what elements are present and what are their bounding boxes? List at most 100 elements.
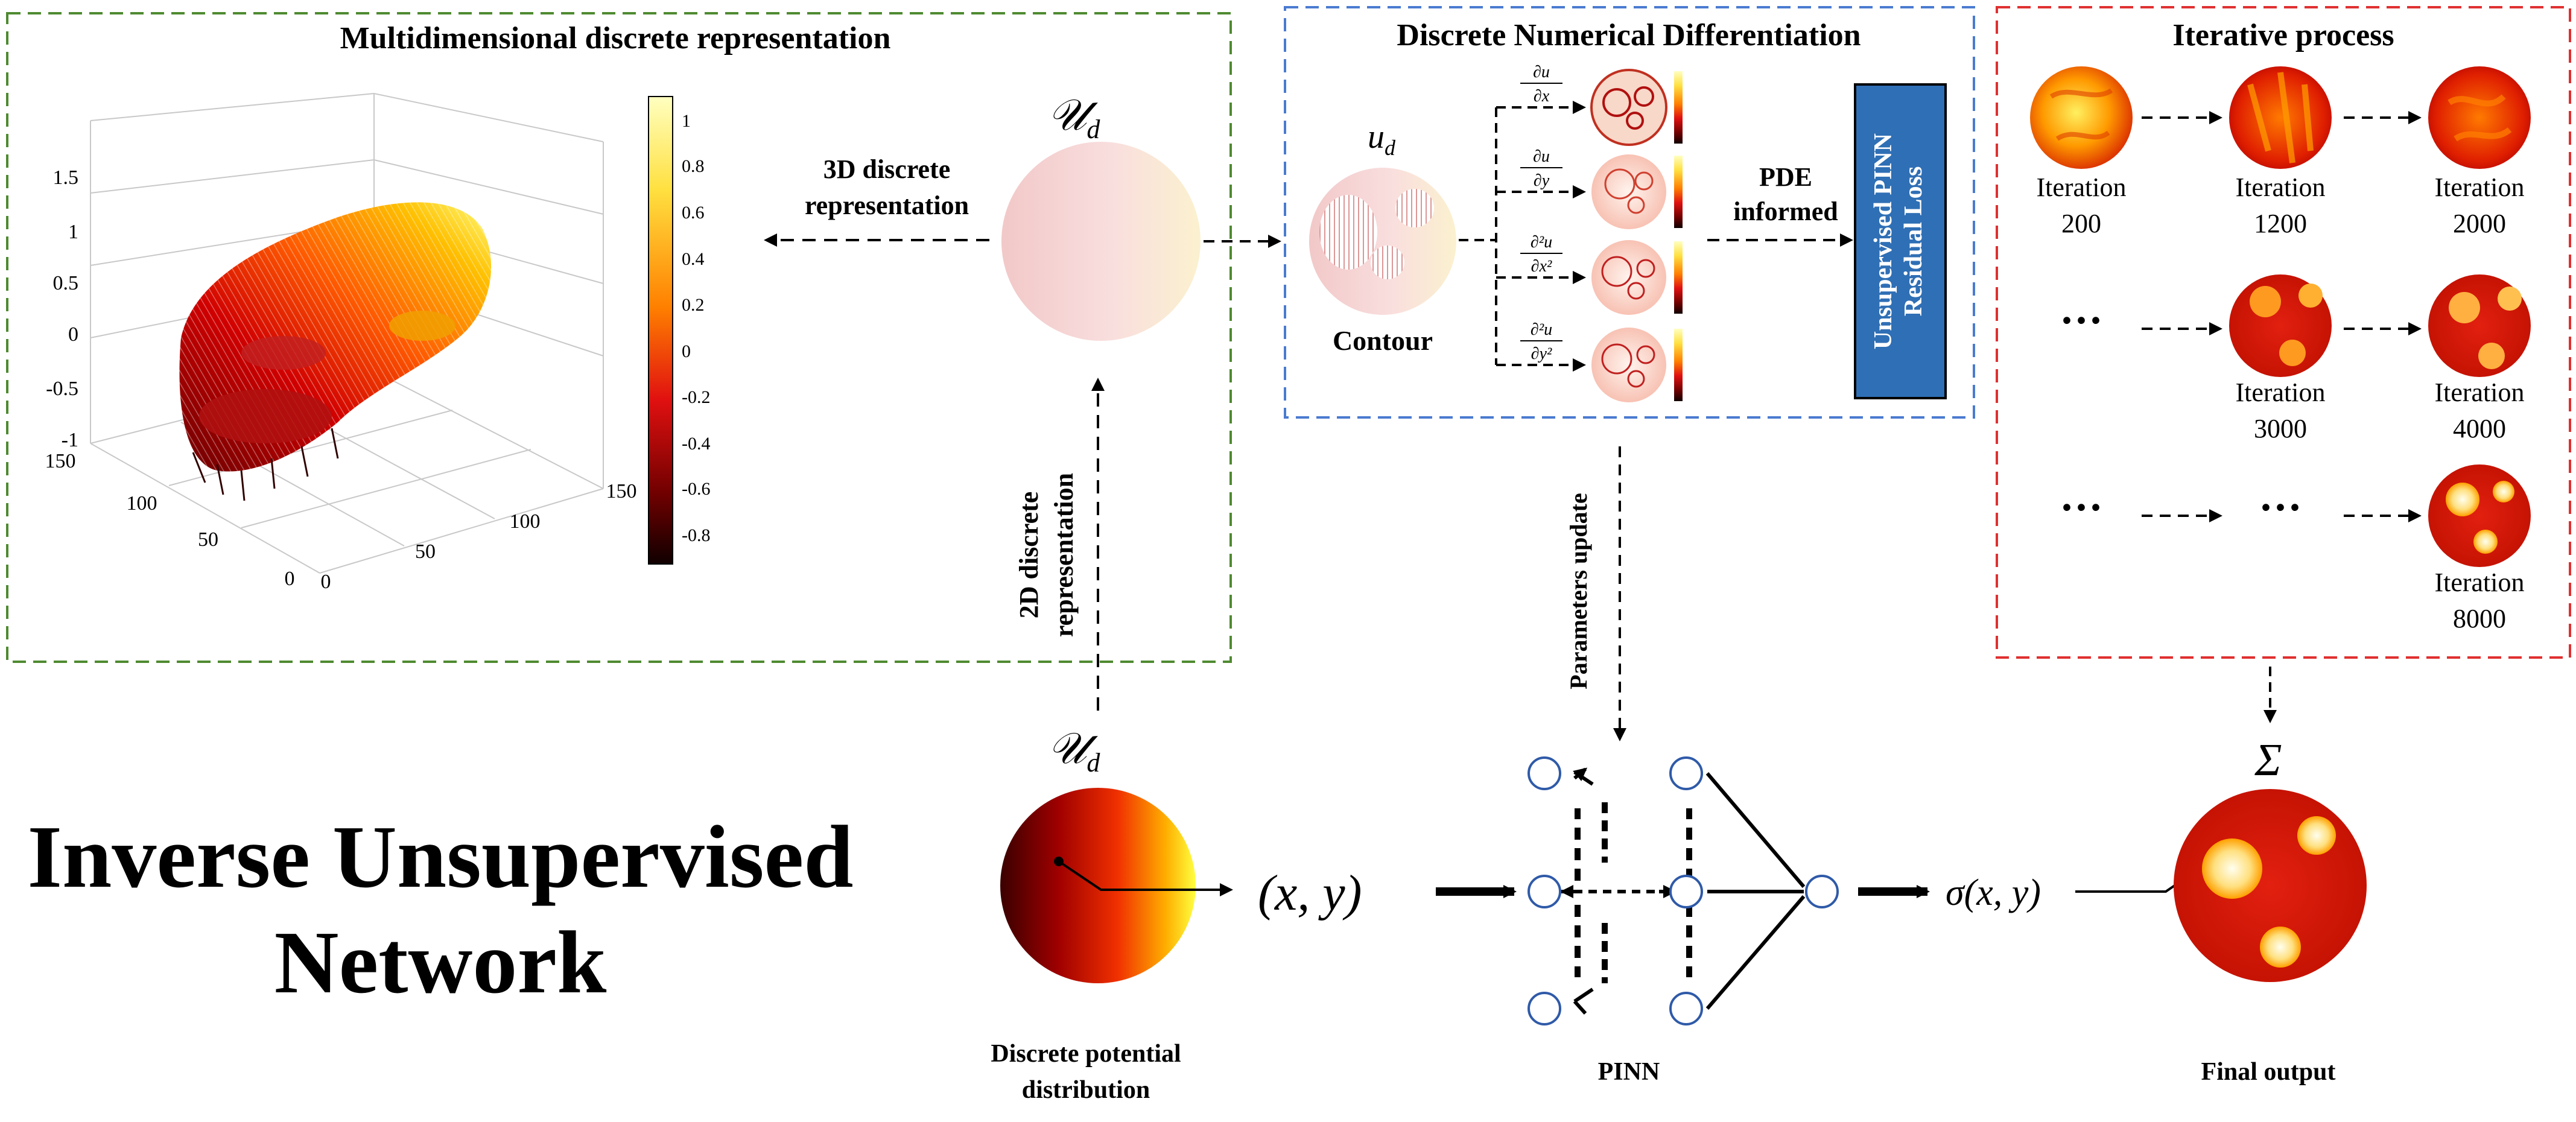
- z-tick-label: 1: [68, 221, 78, 243]
- u-italic-label: ud: [1368, 118, 1396, 160]
- pde-label-line2: informed: [1733, 197, 1838, 226]
- iterative-panel: Iterative process Iteration 200 Iteratio…: [1996, 6, 2571, 659]
- y-tick-label: 0: [285, 568, 295, 590]
- iteration-map: [2030, 66, 2133, 169]
- derivative-label-num: ∂u: [1533, 147, 1550, 166]
- iteration-map: [2428, 66, 2531, 169]
- colorbar-tick-label: 0.2: [682, 295, 705, 315]
- pinn-network: [1528, 756, 1839, 1025]
- colorbar-tick-label: 0: [682, 341, 691, 361]
- iteration-label: Iteration: [2434, 173, 2524, 202]
- pinn-input-node: [1528, 875, 1561, 908]
- main-title: Inverse Unsupervised Network: [27, 808, 853, 1012]
- numdiff-panel-border: [1284, 6, 1975, 419]
- iterative-panel-border: [1996, 6, 2571, 659]
- iteration-label: Iteration: [2434, 378, 2524, 407]
- rep3d-label-line1: 3D discrete: [823, 154, 951, 184]
- colorbar-tick-label: -0.6: [682, 479, 711, 499]
- iterative-panel-title: Iterative process: [2172, 18, 2394, 52]
- residual-loss-line1: Unsupervised PINN: [1870, 133, 1897, 349]
- iteration-value: 4000: [2453, 414, 2506, 443]
- derivative-disk: [1590, 69, 1683, 146]
- derivative-label-num: ∂²u: [1531, 233, 1552, 252]
- contour-label: Contour: [1333, 325, 1433, 356]
- colorbar-tick-label: 0.8: [682, 156, 705, 176]
- surface-dip: [199, 389, 332, 443]
- main-title-line1: Inverse Unsupervised: [27, 808, 853, 907]
- pinn-label: PINN: [1598, 1058, 1660, 1086]
- z-tick-label: -1: [62, 429, 78, 451]
- iteration-label: Iteration: [2235, 378, 2325, 407]
- y-tick-label: 150: [45, 450, 76, 472]
- discrete-potential-line2: distribution: [1022, 1076, 1150, 1104]
- sample-arrow: [1058, 860, 1233, 896]
- iteration-map: [2229, 66, 2332, 169]
- multidim-panel: Multidimensional discrete representation: [6, 12, 1232, 663]
- colorbar-tick-label: 0.4: [682, 249, 705, 269]
- multidim-panel-title: Multidimensional discrete representation: [340, 21, 891, 55]
- ellipsis: ···: [2259, 483, 2302, 531]
- colorbar-tick-label: -0.2: [682, 387, 711, 407]
- residual-loss-line2: Residual Loss: [1900, 166, 1927, 317]
- z-tick-label: 1.5: [53, 166, 79, 189]
- numdiff-panel-title: Discrete Numerical Differentiation: [1397, 18, 1861, 52]
- colorbar-tick-label: 1: [682, 111, 691, 131]
- z-tick-label: 0.5: [53, 272, 79, 294]
- rep2d-label-line1: 2D discrete: [1014, 492, 1044, 619]
- x-tick-label: 150: [606, 480, 637, 502]
- final-output-disk: [2174, 789, 2367, 982]
- derivative-label-den: ∂y: [1534, 171, 1550, 190]
- derivative-label-den: ∂y²: [1531, 344, 1552, 363]
- colorbar-tick-label: -0.4: [682, 434, 711, 454]
- discrete-potential-line1: Discrete potential: [991, 1040, 1181, 1068]
- iteration-value: 2000: [2453, 209, 2506, 238]
- iteration-value: 1200: [2254, 209, 2307, 238]
- u-script-top: 𝒰d: [1048, 91, 1101, 144]
- colorbar-tick-label: 0.6: [682, 203, 705, 223]
- z-tick-label: -0.5: [46, 378, 78, 400]
- iteration-label: Iteration: [2434, 568, 2524, 597]
- x-tick-label: 50: [415, 540, 436, 563]
- iteration-value: 3000: [2254, 414, 2307, 443]
- colorbar-tick-label: -0.8: [682, 525, 711, 545]
- colorbar: [648, 96, 673, 565]
- pinn-input-node: [1528, 992, 1561, 1025]
- pinn-input-node: [1528, 756, 1561, 790]
- multidim-panel-border: [6, 12, 1232, 663]
- iteration-label: Iteration: [2036, 173, 2126, 202]
- pale-potential-disk: [1001, 142, 1201, 341]
- iteration-value: 8000: [2453, 604, 2506, 633]
- rep3d-label-line2: representation: [805, 191, 969, 220]
- pde-label-line1: PDE: [1759, 162, 1812, 192]
- pinn-hidden-node: [1669, 756, 1703, 790]
- derivative-disk: [1591, 240, 1683, 315]
- derivative-disk: [1591, 328, 1683, 402]
- xy-input-label: (x, y): [1258, 865, 1362, 921]
- y-tick-label: 100: [127, 492, 157, 515]
- final-output-label: Final output: [2201, 1058, 2336, 1086]
- surface-fringe: [192, 428, 339, 501]
- main-title-line2: Network: [274, 913, 607, 1012]
- iteration-value: 200: [2061, 209, 2101, 238]
- sigma-xy-label: σ(x, y): [1946, 872, 2041, 913]
- rep2d-label-line2: representation: [1049, 473, 1079, 637]
- params-update-label: Parameters update: [1565, 493, 1592, 689]
- iteration-map: [2428, 464, 2531, 567]
- derivative-tree: [1459, 101, 1586, 372]
- sigma-symbol: Σ: [2254, 735, 2282, 785]
- ellipsis: ···: [2060, 483, 2103, 531]
- iteration-label: Iteration: [2235, 173, 2325, 202]
- y-tick-label: 50: [198, 528, 218, 551]
- u-script-bottom: 𝒰d: [1048, 724, 1101, 778]
- pinn-hidden-node: [1669, 992, 1703, 1025]
- z-tick-label: 0: [68, 323, 78, 346]
- pinn-hidden-node: [1669, 875, 1703, 908]
- derivative-label-den: ∂x²: [1531, 257, 1552, 276]
- surface-dip: [241, 336, 326, 370]
- x-tick-label: 100: [510, 510, 541, 533]
- pinn-output-node: [1805, 875, 1839, 908]
- derivative-label-den: ∂x: [1534, 87, 1550, 106]
- ellipsis: ···: [2060, 296, 2103, 344]
- derivative-disk: [1591, 154, 1683, 229]
- derivative-label-num: ∂²u: [1531, 320, 1552, 339]
